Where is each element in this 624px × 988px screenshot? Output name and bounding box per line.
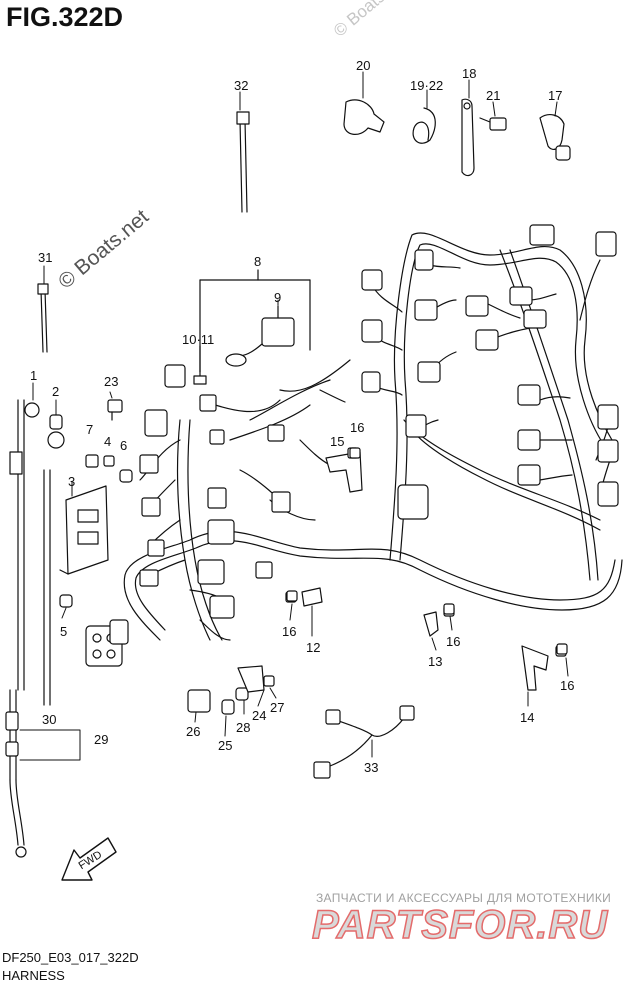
main-coupler	[85, 619, 129, 667]
part-1-cable	[9, 399, 40, 691]
small-parts-24-28	[187, 665, 275, 715]
part-16-bolts	[286, 447, 568, 655]
callout-16-c: 16	[446, 634, 460, 649]
callout-1: 1	[30, 368, 37, 383]
callout-9: 9	[274, 290, 281, 305]
part-31-tie	[37, 283, 49, 353]
callout-6: 6	[120, 438, 127, 453]
figure-title: FIG.322D	[6, 2, 124, 32]
callout-4: 4	[104, 434, 111, 449]
part-5-nut	[59, 594, 73, 608]
diagram-code: DF250_E03_017_322D	[2, 950, 139, 965]
shop-tagline-watermark: ЗАПЧАСТИ И АКСЕССУАРЫ ДЛЯ МОТОТЕХНИКИ	[316, 891, 612, 905]
callout-29: 29	[94, 732, 108, 747]
callout-27: 27	[270, 700, 284, 715]
shop-brand-watermark: PARTSFOR.RU	[311, 902, 609, 948]
part-21-bolt	[479, 117, 507, 131]
callout-21: 21	[486, 88, 500, 103]
callout-15: 15	[330, 434, 344, 449]
callout-30: 30	[42, 712, 56, 727]
callout-16-b: 16	[282, 624, 296, 639]
small-fasteners	[85, 399, 133, 483]
callout-33: 33	[364, 760, 378, 775]
callout-10-11: 10·11	[182, 332, 214, 347]
part-18-strap	[461, 98, 475, 177]
callout-28: 28	[236, 720, 250, 735]
part-29-cable	[5, 689, 27, 858]
callout-3: 3	[68, 474, 75, 489]
callout-13: 13	[428, 654, 442, 669]
part-2-cable	[43, 414, 65, 706]
part-17-clamp	[539, 114, 571, 161]
callout-14: 14	[520, 710, 534, 725]
callout-31: 31	[38, 250, 52, 265]
callout-32: 32	[234, 78, 248, 93]
part-19-22-clip	[412, 107, 436, 144]
callout-24: 24	[252, 708, 266, 723]
part-3-bracket	[59, 485, 109, 575]
callout-26: 26	[186, 724, 200, 739]
callout-8: 8	[254, 254, 261, 269]
fwd-arrow	[61, 837, 117, 881]
callout-19-22: 19·22	[410, 78, 443, 93]
callout-16-a: 16	[350, 420, 364, 435]
callout-16-d: 16	[560, 678, 574, 693]
part-10-11-fuse	[193, 345, 207, 385]
part-20-clamp	[343, 99, 385, 135]
harness-connectors	[139, 224, 619, 619]
callout-18: 18	[462, 66, 476, 81]
callout-17: 17	[548, 88, 562, 103]
callout-25: 25	[218, 738, 232, 753]
diagram-name: HARNESS	[2, 968, 65, 983]
callout-23: 23	[104, 374, 118, 389]
part-33-subharness	[313, 705, 415, 779]
callout-20: 20	[356, 58, 370, 73]
leader-lines	[19, 71, 569, 761]
callout-7: 7	[86, 422, 93, 437]
callout-12: 12	[306, 640, 320, 655]
callout-2: 2	[52, 384, 59, 399]
part-32-tie	[236, 111, 250, 213]
callout-5: 5	[60, 624, 67, 639]
part-9-relay	[225, 305, 295, 367]
